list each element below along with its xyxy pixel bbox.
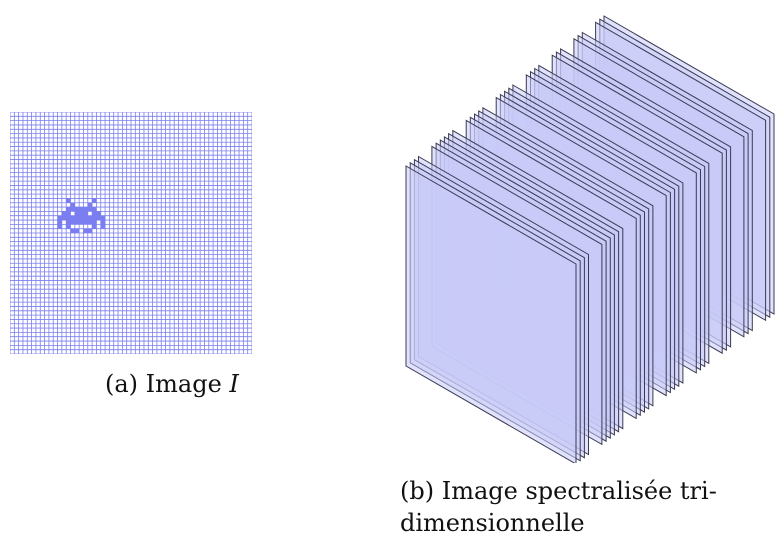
sprite-pixel bbox=[96, 211, 101, 216]
caption-b: (b) Image spectralisée tri- dimensionnel… bbox=[400, 475, 717, 539]
sprite-pixel bbox=[74, 228, 80, 233]
sprite-pixel bbox=[100, 215, 106, 221]
sprite-pixel bbox=[83, 207, 88, 212]
sprite-pixel bbox=[92, 198, 97, 203]
sprite-pixel bbox=[57, 224, 62, 229]
image-grid bbox=[10, 112, 252, 354]
sprite-pixel bbox=[96, 215, 101, 221]
sprite-pixel bbox=[92, 220, 97, 225]
sprite-pixel bbox=[57, 220, 62, 225]
sprite-pixel bbox=[66, 198, 71, 203]
sprite-pixel bbox=[74, 215, 80, 221]
sprite-pixel bbox=[87, 228, 93, 233]
sprite-pixel bbox=[61, 215, 67, 221]
caption-b-line2: dimensionnelle bbox=[400, 509, 585, 537]
sprite-pixel bbox=[70, 228, 75, 233]
sprite-pixel bbox=[100, 224, 106, 229]
sprite-pixel bbox=[79, 220, 84, 225]
sprite-pixel bbox=[66, 207, 71, 212]
caption-a: (a) Image I bbox=[105, 368, 239, 400]
sprite-pixel bbox=[83, 220, 88, 225]
sprite-pixel bbox=[74, 207, 80, 212]
spectral-slice bbox=[405, 165, 577, 463]
sprite-pixel bbox=[70, 215, 75, 221]
sprite-pixel bbox=[79, 211, 84, 216]
grid-lines bbox=[10, 112, 252, 354]
sprite-pixel bbox=[87, 220, 93, 225]
sprite-pixel bbox=[70, 207, 75, 212]
sprite-pixel bbox=[92, 207, 97, 212]
sprite-pixel bbox=[83, 211, 88, 216]
sprite-pixel bbox=[66, 220, 71, 225]
sprite-pixel bbox=[61, 211, 67, 216]
sprite-pixel bbox=[92, 215, 97, 221]
sprite-pixel bbox=[79, 215, 84, 221]
sprite-pixel bbox=[83, 228, 88, 233]
sprite-pixel bbox=[74, 220, 80, 225]
sprite-pixel bbox=[92, 211, 97, 216]
caption-a-variable: I bbox=[229, 370, 239, 398]
sprite-pixel bbox=[74, 211, 80, 216]
sprite-pixels bbox=[57, 198, 106, 233]
sprite-pixel bbox=[70, 220, 75, 225]
sprite-pixel bbox=[66, 224, 71, 229]
sprite-pixel bbox=[83, 215, 88, 221]
sprite-pixel bbox=[70, 202, 75, 208]
caption-a-text: (a) Image bbox=[105, 370, 230, 398]
sprite-pixel bbox=[66, 215, 71, 221]
sprite-pixel bbox=[66, 211, 71, 216]
sprite-pixel bbox=[100, 220, 106, 225]
sprite-pixel bbox=[79, 207, 84, 212]
sprite-pixel bbox=[87, 207, 93, 212]
sprite-pixel bbox=[87, 215, 93, 221]
caption-b-line1: (b) Image spectralisée tri- bbox=[400, 477, 717, 505]
sprite-pixel bbox=[57, 215, 62, 221]
sprite-pixel bbox=[87, 202, 93, 208]
spectral-cube bbox=[405, 15, 775, 463]
sprite-pixel bbox=[92, 224, 97, 229]
